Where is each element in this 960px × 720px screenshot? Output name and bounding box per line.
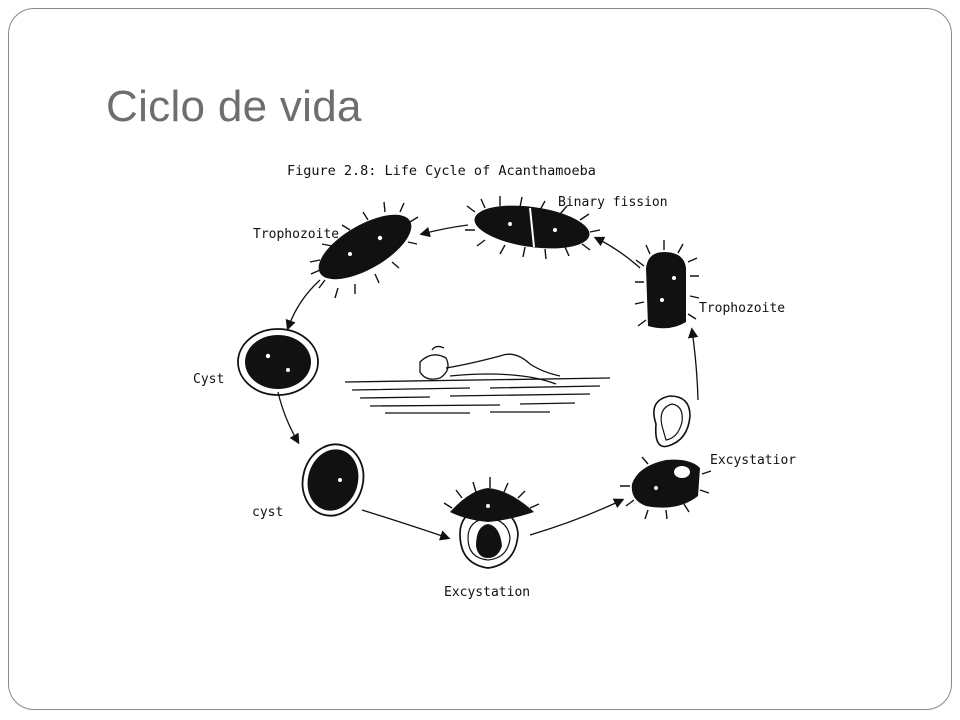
label-binary-fission: Binary fission: [558, 195, 668, 210]
excystation-right-cell: [620, 395, 712, 520]
cyst-upper-cell: [237, 328, 319, 396]
trophozoite-right-cell: [634, 240, 700, 329]
cyst-lower-cell: [301, 443, 365, 517]
label-trophozoite-left: Trophozoite: [253, 227, 339, 242]
swimmer-illustration: [344, 345, 611, 414]
label-cyst-upper: Cyst: [193, 372, 224, 387]
slide-frame: [8, 8, 952, 710]
excystation-bottom-cell: [443, 477, 540, 569]
label-cyst-lower: cyst: [252, 505, 283, 520]
slide-title: Ciclo de vida: [106, 82, 362, 131]
binary-fission-cell: [465, 196, 601, 260]
cycle-arrows: [277, 224, 699, 541]
figure-caption: Figure 2.8: Life Cycle of Acanthamoeba: [287, 163, 596, 179]
life-cycle-figure: Figure 2.8: Life Cycle of Acanthamoeba: [170, 150, 820, 620]
trophozoite-left-cell: [309, 201, 419, 299]
label-excystation-bottom: Excystation: [444, 585, 530, 600]
label-excystation-right: Excystatior: [710, 453, 796, 468]
label-trophozoite-right: Trophozoite: [699, 301, 785, 316]
